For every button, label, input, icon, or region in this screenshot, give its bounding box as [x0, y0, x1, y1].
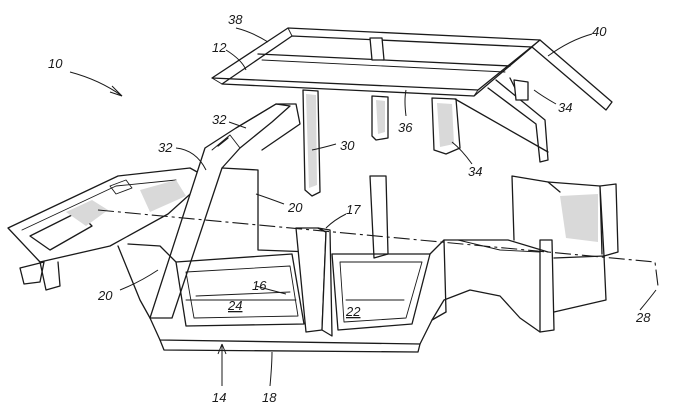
ref-20-upper: 20	[287, 200, 303, 215]
ref-30: 30	[340, 138, 355, 153]
ref-22: 22	[345, 304, 361, 319]
ref-36: 36	[398, 120, 413, 135]
ref-34-upper: 34	[558, 100, 572, 115]
ref-20-lower: 20	[97, 288, 113, 303]
ref-40: 40	[592, 24, 607, 39]
ref-28: 28	[635, 310, 651, 325]
ref-18: 18	[262, 390, 277, 405]
ref-34-lower: 34	[468, 164, 482, 179]
ref-10: 10	[48, 56, 63, 71]
ref-12: 12	[212, 40, 227, 55]
ref-16: 16	[252, 278, 267, 293]
ref-17: 17	[346, 202, 361, 217]
ref-32-lower: 32	[158, 140, 173, 155]
ref-14: 14	[212, 390, 226, 405]
ref-38: 38	[228, 12, 243, 27]
ref-32-upper: 32	[212, 112, 227, 127]
ref-24: 24	[227, 298, 242, 313]
